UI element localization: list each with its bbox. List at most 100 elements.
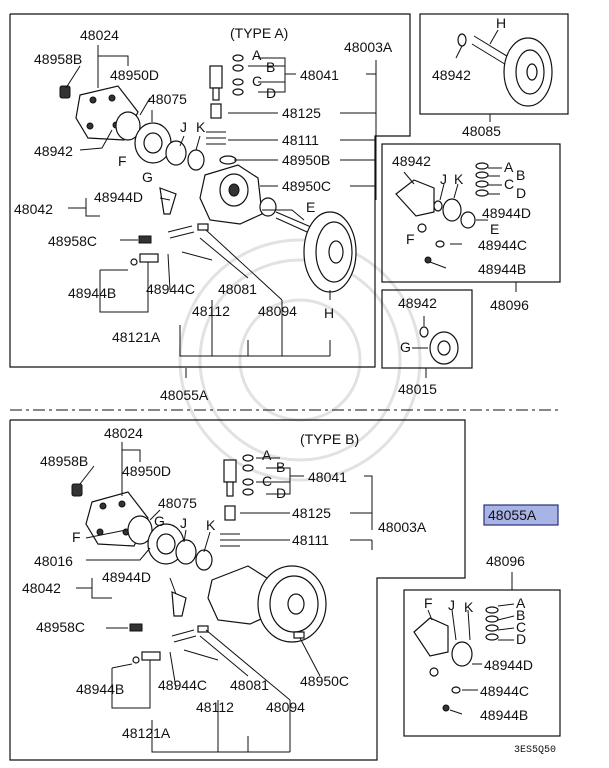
label-a: A xyxy=(504,159,514,175)
label-a: A xyxy=(516,595,526,611)
label-48003a: 48003A xyxy=(378,519,427,535)
label-f: F xyxy=(424,595,433,611)
label-f: F xyxy=(118,153,127,169)
connector-48041 xyxy=(209,65,223,89)
type-b-leaders xyxy=(76,442,373,753)
gasket-f xyxy=(395,179,435,217)
label-48944d: 48944D xyxy=(482,205,531,221)
label-d: D xyxy=(276,485,286,501)
label-48944b: 48944B xyxy=(480,707,528,723)
label-c: C xyxy=(262,473,272,489)
label-k: K xyxy=(206,517,216,533)
diagram-code: 3ES5Q50 xyxy=(514,745,556,756)
label-f: F xyxy=(72,529,81,545)
label-48081: 48081 xyxy=(218,281,257,297)
label-j: J xyxy=(180,119,187,135)
label-48024: 48024 xyxy=(104,425,143,441)
label-48958c: 48958C xyxy=(36,619,85,635)
label-g: G xyxy=(142,169,153,185)
type-a-leaders xyxy=(65,45,377,378)
label-48944d: 48944D xyxy=(94,189,143,205)
type-a-frame xyxy=(9,13,411,368)
union-48121a xyxy=(139,253,159,263)
label-48125: 48125 xyxy=(292,505,331,521)
bolt-48958c xyxy=(138,235,152,244)
label-48944b: 48944B xyxy=(76,681,124,697)
kit-48096-bottom-frame xyxy=(403,589,561,737)
label-a: A xyxy=(252,47,262,63)
callout-48055a-box[interactable] xyxy=(483,504,559,526)
label-48094: 48094 xyxy=(266,699,305,715)
type-b-title: (TYPE B) xyxy=(300,431,359,447)
label-j: J xyxy=(448,597,455,613)
label-48944d: 48944D xyxy=(484,657,533,673)
label-48944c: 48944C xyxy=(480,683,529,699)
callout-48055a-label[interactable]: 48055A xyxy=(488,507,537,523)
label-48950d: 48950D xyxy=(110,67,159,83)
type-a-pump-drawing xyxy=(59,54,357,293)
label-48942: 48942 xyxy=(398,295,437,311)
label-48958c: 48958C xyxy=(48,233,97,249)
label-j: J xyxy=(180,515,187,531)
label-48081: 48081 xyxy=(230,677,269,693)
bolt-48958b xyxy=(59,85,71,99)
label-48950b: 48950B xyxy=(282,152,330,168)
label-f: F xyxy=(406,231,415,247)
label-48944c: 48944C xyxy=(478,237,527,253)
type-b-pump-drawing xyxy=(71,454,327,664)
valve-48125 xyxy=(210,103,222,119)
label-k: K xyxy=(454,171,464,187)
type-b-frame xyxy=(9,419,466,761)
label-h: H xyxy=(324,305,334,321)
oring-48950b xyxy=(219,155,237,165)
label-e: E xyxy=(490,221,499,237)
label-c: C xyxy=(252,73,262,89)
label-48085: 48085 xyxy=(462,123,501,139)
label-e: E xyxy=(306,199,315,215)
label-48015: 48015 xyxy=(398,381,437,397)
plate-j xyxy=(165,140,187,166)
callout-48055a[interactable]: 48055A xyxy=(483,504,559,526)
spring-48111-a xyxy=(167,225,195,239)
label-48125: 48125 xyxy=(282,105,321,121)
kit-48096-top: 48942 J K A B C D 48944D F E 48944C 4894… xyxy=(381,143,561,313)
ring-k xyxy=(187,149,205,171)
label-48944c: 48944C xyxy=(146,281,195,297)
label-48942: 48942 xyxy=(392,153,431,169)
label-48042: 48042 xyxy=(22,580,61,596)
label-b: B xyxy=(516,607,525,623)
seal-e xyxy=(259,197,277,217)
kit-48015: 48942 G 48015 xyxy=(381,289,473,397)
label-48041: 48041 xyxy=(308,469,347,485)
kit-48085: 48942 H 48085 xyxy=(419,13,569,139)
label-48958b: 48958B xyxy=(40,453,88,469)
label-b: B xyxy=(276,459,285,475)
label-b: B xyxy=(516,167,525,183)
bracket-48042 xyxy=(159,187,177,215)
label-48111: 48111 xyxy=(292,532,329,548)
label-a: A xyxy=(262,447,272,463)
label-48112: 48112 xyxy=(192,303,230,319)
kit-48096-top-frame xyxy=(381,143,561,283)
spring-48111 xyxy=(206,131,226,145)
label-d: D xyxy=(516,631,526,647)
label-48003a: 48003A xyxy=(344,39,393,55)
label-h: H xyxy=(496,15,506,31)
label-48942: 48942 xyxy=(432,67,471,83)
label-48024: 48024 xyxy=(80,27,119,43)
label-48944b: 48944B xyxy=(68,285,116,301)
label-48016: 48016 xyxy=(34,553,73,569)
label-c: C xyxy=(504,176,514,192)
label-48942: 48942 xyxy=(34,143,73,159)
label-d: D xyxy=(266,85,276,101)
label-48121a: 48121A xyxy=(112,329,161,345)
label-48121a: 48121A xyxy=(122,725,171,741)
kit-48096-bottom: 48096 F J K A B C D 48944D 48944C 48944B xyxy=(403,553,561,737)
ring-f xyxy=(115,111,141,141)
type-a-section: (TYPE A) xyxy=(9,13,411,403)
label-48958b: 48958B xyxy=(34,51,82,67)
label-c: C xyxy=(516,619,526,635)
label-k: K xyxy=(196,119,206,135)
label-48075: 48075 xyxy=(158,495,197,511)
